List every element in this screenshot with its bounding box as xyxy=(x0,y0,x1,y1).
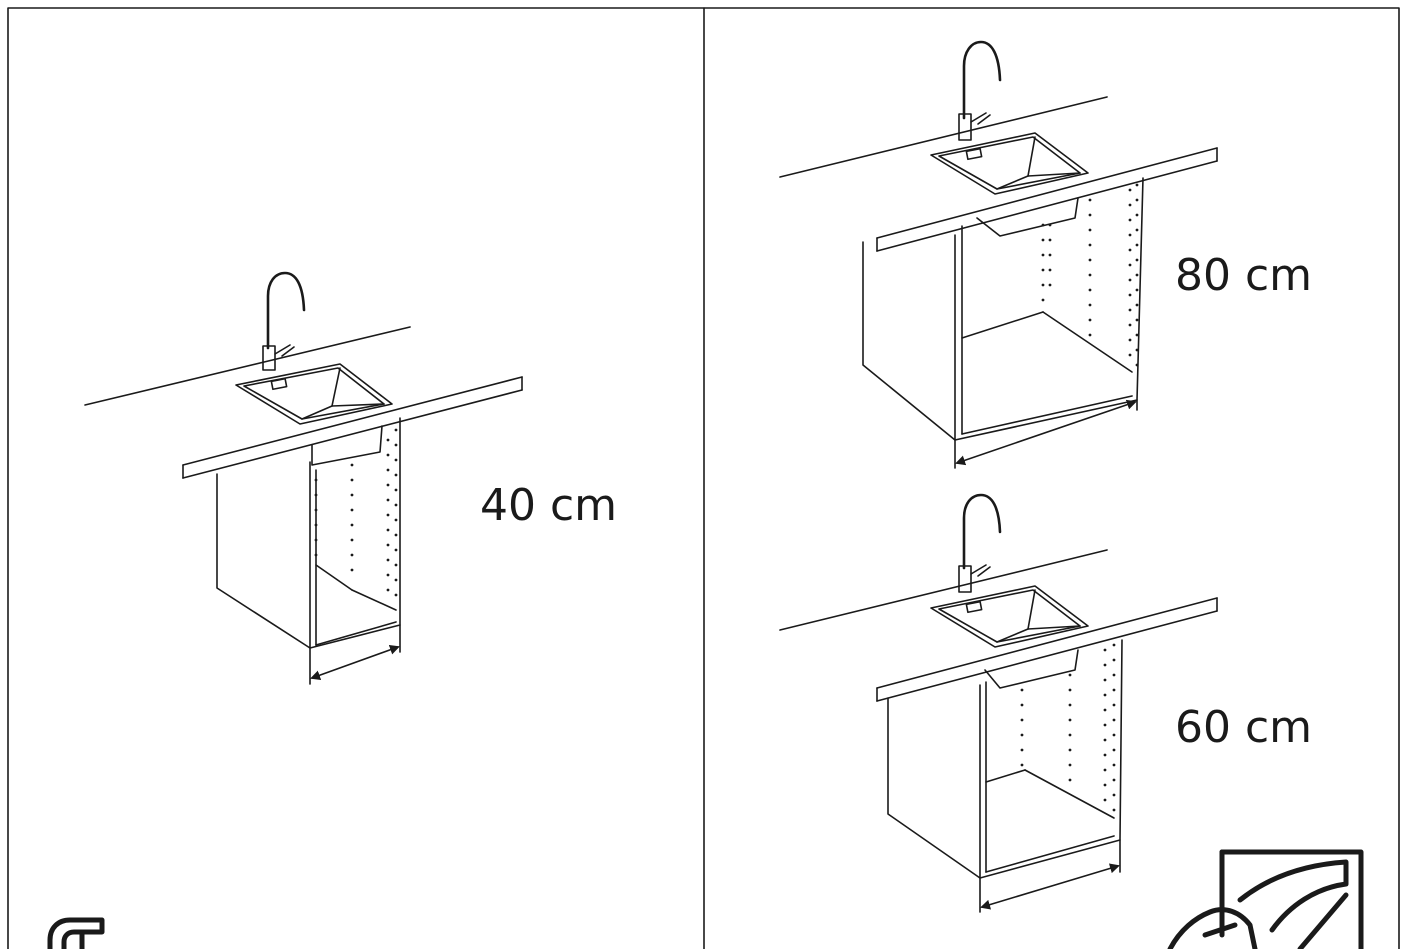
sink-icon xyxy=(930,132,1089,237)
sink-icon xyxy=(235,363,393,466)
dimension-label-80cm: 80 cm xyxy=(1175,250,1312,301)
faucet-icon xyxy=(958,493,1002,593)
dimension-label-40cm: 40 cm xyxy=(480,480,617,531)
sink-icon xyxy=(930,585,1089,689)
bracket-icon xyxy=(34,917,105,949)
dimension-arrow-icon xyxy=(309,624,401,685)
dimension-label-60cm: 60 cm xyxy=(1175,702,1312,753)
faucet-icon xyxy=(958,40,1002,141)
cabinet-icon xyxy=(216,417,401,649)
hand-icon xyxy=(1167,907,1258,949)
faucet-icon xyxy=(262,271,306,371)
frame xyxy=(7,7,1400,949)
page-turn-icon xyxy=(1170,849,1370,949)
cabinet-80cm-illustration xyxy=(779,40,1218,469)
dimension-arrow-icon xyxy=(979,839,1121,913)
cabinet-60cm-illustration xyxy=(779,493,1218,913)
dimension-arrow-icon xyxy=(954,399,1138,469)
cabinet-40cm-illustration xyxy=(84,271,523,685)
